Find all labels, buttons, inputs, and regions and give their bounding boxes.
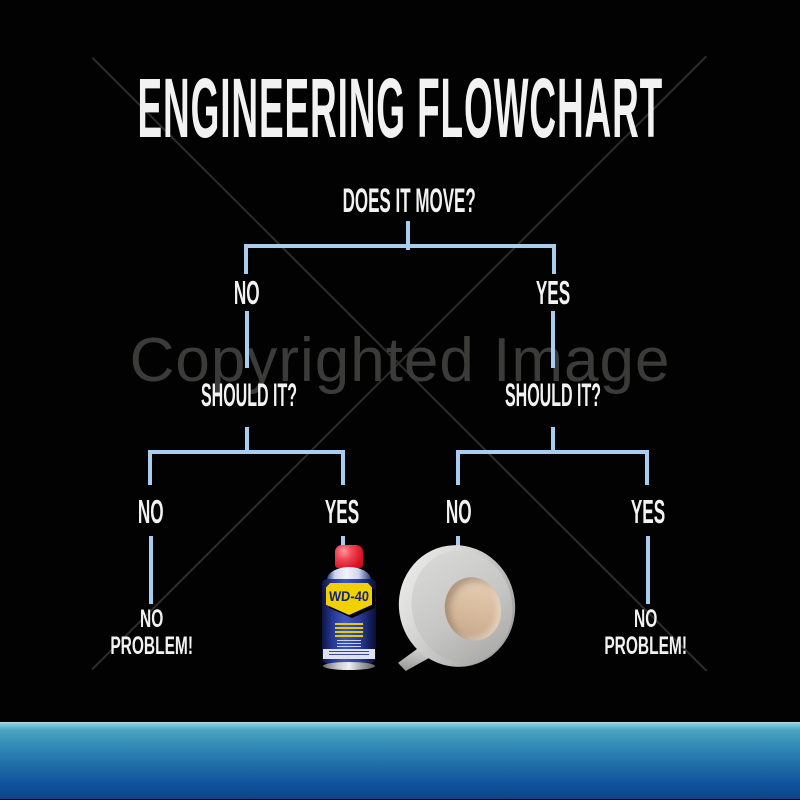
wd40-label-line — [337, 646, 361, 647]
connector-right-yes-stub — [645, 450, 649, 485]
connector-level1-right-stub — [552, 244, 556, 274]
wd40-label-line — [335, 623, 363, 625]
wd40-label-line — [337, 640, 361, 641]
connector-left-bar — [148, 450, 345, 454]
wd40-shoulder — [327, 567, 371, 581]
connector-level1-bar — [244, 244, 556, 248]
connector-right-question-line — [551, 311, 555, 368]
wd40-can: WD-40 — [322, 543, 376, 670]
connector-left-no-stub — [148, 450, 152, 485]
wd40-bottom-rim — [323, 662, 375, 670]
connector-right-no-stub — [456, 450, 460, 485]
wd40-cap — [335, 545, 363, 568]
connector-level1-left-stub — [244, 244, 248, 274]
bottom-banner: PNG - SUBLIMATION — [0, 722, 800, 799]
connector-right-stub — [551, 427, 555, 454]
connector-tape-stub — [456, 536, 460, 546]
connector-left-question-line — [245, 311, 249, 368]
connector-root-stub — [406, 221, 410, 250]
wd40-label-line — [335, 627, 363, 629]
duct-tape-roll — [385, 532, 529, 680]
wd40-lower-band — [323, 649, 375, 659]
connector-wd40-stub — [341, 536, 345, 546]
connector-right-bar — [456, 450, 649, 454]
wd40-label-line — [335, 631, 363, 633]
connector-left-no-outcome-line — [149, 536, 153, 604]
connector-left-yes-stub — [341, 450, 345, 485]
connector-left-stub — [245, 427, 249, 454]
connector-right-yes-outcome-line — [646, 536, 650, 604]
wd40-label-line — [335, 635, 363, 637]
wd40-brand-text: WD-40 — [328, 588, 370, 604]
wd40-label-line — [337, 643, 361, 644]
